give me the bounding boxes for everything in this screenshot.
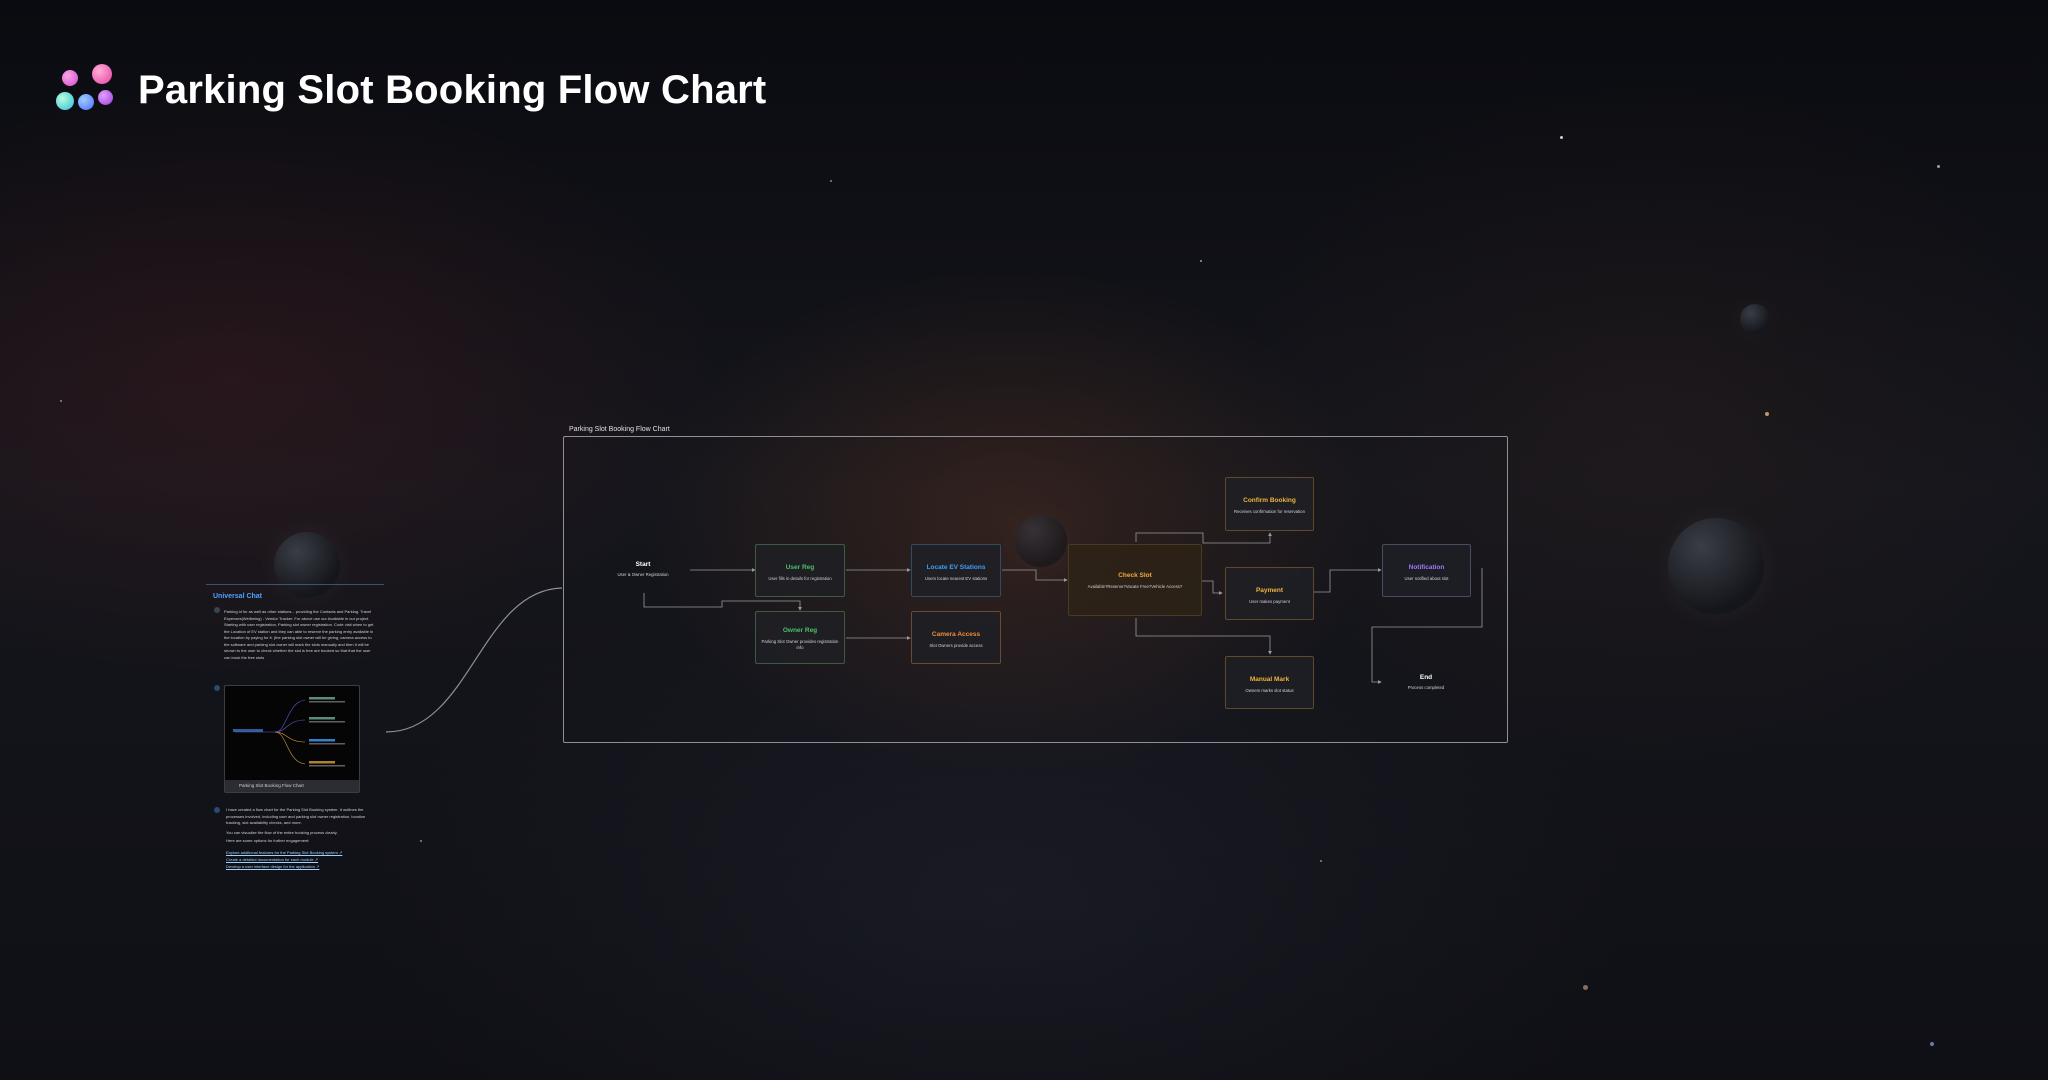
thumbnail-caption-text: Parking Slot Booking Flow Chart (239, 783, 304, 788)
planet-right (1668, 518, 1764, 614)
star (60, 400, 62, 402)
node-notification-desc: User notified about slot (1404, 576, 1449, 581)
suggestion-link[interactable]: Explore additional features for the Park… (226, 850, 343, 855)
star (1560, 136, 1563, 139)
node-notification[interactable]: Notification User notified about slot (1382, 544, 1471, 597)
chat-title: Universal Chat (213, 593, 263, 600)
star (1320, 860, 1322, 862)
node-manual-mark[interactable]: Manual Mark Owners marks slot status (1225, 656, 1314, 709)
node-confirm-booking-desc: Receives confirmation for reservation (1234, 509, 1305, 514)
star (1200, 260, 1202, 262)
node-camera-access-title: Camera Access (931, 631, 981, 638)
node-user-reg-desc: User fills in details for registration (768, 576, 832, 581)
star (830, 180, 832, 182)
node-camera-access-desc: Slot Owners provide access (929, 643, 983, 648)
node-locate-ev[interactable]: Locate EV Stations Users locate nearest … (911, 544, 1001, 597)
suggestion-links: Explore additional features for the Park… (226, 849, 342, 870)
star (1583, 985, 1588, 990)
star (1765, 412, 1769, 416)
app-logo (56, 64, 116, 116)
suggestion-link[interactable]: Develop a user interface design for the … (226, 864, 320, 869)
node-start-desc: User & Owner Registration (617, 572, 669, 577)
assistant-avatar (214, 685, 220, 691)
chat-panel: Universal Chat Parking id for as well as… (206, 584, 384, 885)
thumbnail-preview (233, 697, 345, 767)
assistant-reply-1: I have created a flow chart for the Park… (226, 807, 366, 825)
user-message: Parking id for as well as other stations… (224, 609, 374, 660)
flowchart-frame[interactable] (563, 436, 1508, 743)
node-payment[interactable]: Payment User makes payment (1225, 567, 1314, 620)
node-owner-reg[interactable]: Owner Reg Parking Slot Owner provides re… (755, 611, 845, 664)
user-avatar (214, 607, 220, 613)
node-start[interactable]: Start User & Owner Registration (603, 561, 683, 577)
node-owner-reg-desc: Parking Slot Owner provides registration… (761, 639, 839, 650)
planet-left (274, 532, 340, 598)
star (1937, 165, 1940, 168)
node-check-slot-title: Check Slot (1118, 572, 1152, 579)
assistant-reply-3: Here are some options for further engage… (226, 838, 310, 843)
node-manual-mark-desc: Owners marks slot status (1245, 688, 1294, 693)
node-start-title: Start (635, 561, 651, 568)
node-check-slot[interactable]: Check Slot Available?Reserve?Vacate Free… (1068, 544, 1202, 616)
node-camera-access[interactable]: Camera Access Slot Owners provide access (911, 611, 1001, 664)
node-user-reg-title: User Reg (785, 564, 815, 571)
node-check-slot-desc: Available?Reserve?Vacate Free?Vehicle Ac… (1087, 584, 1183, 589)
star (1930, 1042, 1934, 1046)
node-confirm-booking[interactable]: Confirm Booking Receives confirmation fo… (1225, 477, 1314, 531)
node-locate-ev-title: Locate EV Stations (926, 564, 986, 571)
node-end-desc: Process completed (1407, 685, 1445, 690)
node-user-reg[interactable]: User Reg User fills in details for regis… (755, 544, 845, 597)
thumbnail-caption: Parking Slot Booking Flow Chart (225, 780, 359, 792)
suggestion-link[interactable]: Create a detailed documentation for each… (226, 857, 319, 862)
node-notification-title: Notification (1408, 564, 1445, 571)
node-locate-ev-desc: Users locate nearest EV stations (924, 576, 988, 581)
assistant-reply-2: You can visualize the flow of the entire… (226, 830, 338, 835)
node-owner-reg-title: Owner Reg (782, 627, 818, 634)
page-title: Parking Slot Booking Flow Chart (138, 67, 767, 112)
star (420, 840, 422, 842)
flowchart-thumbnail[interactable]: Parking Slot Booking Flow Chart (224, 685, 360, 793)
node-manual-mark-title: Manual Mark (1249, 676, 1290, 683)
node-payment-title: Payment (1255, 587, 1284, 594)
node-end-title: End (1419, 674, 1433, 681)
node-end[interactable]: End Process completed (1386, 674, 1466, 690)
flowchart-frame-label: Parking Slot Booking Flow Chart (569, 426, 670, 433)
planet-center (1015, 515, 1067, 567)
assistant-avatar (214, 807, 220, 813)
page-header: Parking Slot Booking Flow Chart (56, 60, 766, 120)
planet-top-right (1740, 304, 1770, 334)
node-confirm-booking-title: Confirm Booking (1243, 497, 1296, 504)
node-payment-desc: User makes payment (1249, 599, 1290, 604)
